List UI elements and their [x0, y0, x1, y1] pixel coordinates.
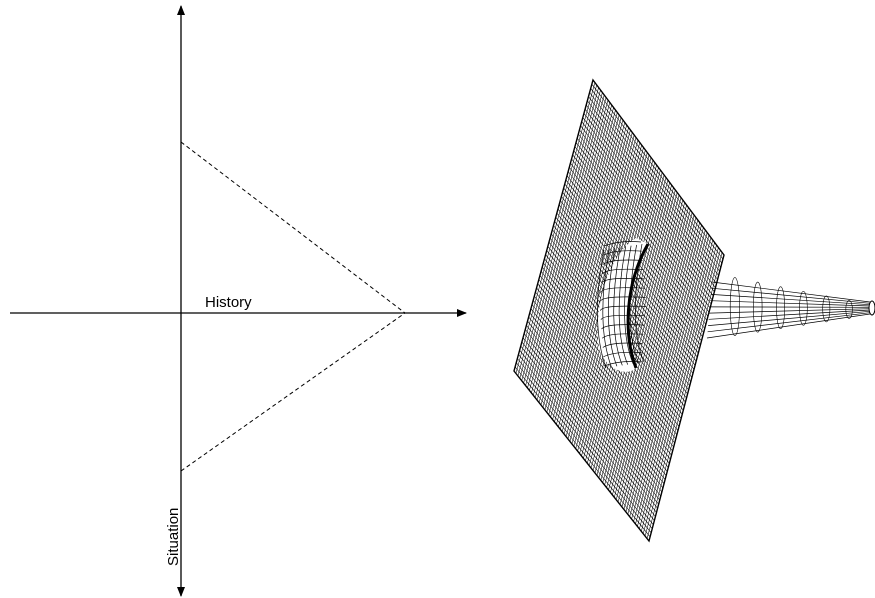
grid-line — [514, 366, 651, 538]
tube-ring — [822, 295, 831, 323]
grid-line — [633, 234, 710, 522]
grid-line — [711, 281, 871, 303]
grid-line — [523, 333, 659, 505]
hole-line — [624, 245, 634, 364]
grid-line — [707, 312, 871, 333]
grid-line — [621, 219, 699, 508]
hole-line — [603, 250, 642, 256]
grid-line — [710, 294, 871, 306]
grid-line — [706, 313, 871, 339]
grid-line — [600, 192, 678, 481]
tube-ring — [776, 286, 785, 330]
grid-line — [623, 222, 700, 510]
hole-line — [602, 259, 643, 265]
hole-line — [600, 314, 645, 321]
grid-line — [529, 312, 665, 484]
hole-line — [597, 249, 607, 369]
hole-line — [629, 244, 639, 364]
hole-rim — [626, 243, 650, 369]
grid-line — [627, 227, 704, 515]
tube-ring — [799, 290, 808, 326]
grid-line — [619, 217, 697, 505]
situation-label: Situation — [165, 508, 182, 566]
grid-line — [639, 242, 715, 529]
grid-line — [644, 249, 721, 537]
hole-line — [602, 342, 643, 348]
grid-line — [596, 187, 674, 476]
grid-line — [615, 212, 693, 500]
hole-line — [600, 287, 645, 293]
grid-line — [711, 287, 871, 304]
cone-upper-edge — [180, 141, 406, 314]
tube-ring — [729, 277, 740, 336]
hole-line — [607, 248, 618, 367]
grid-line — [536, 287, 671, 460]
grid-line — [625, 224, 702, 512]
grid-line — [629, 229, 706, 517]
hole-line — [599, 296, 646, 302]
grid-line — [602, 194, 680, 483]
funnel-tube — [706, 277, 875, 339]
grid-line — [646, 252, 723, 539]
grid-line — [617, 214, 695, 503]
grid-line — [526, 325, 662, 497]
history-label: History — [205, 294, 252, 311]
grid-line — [637, 239, 714, 527]
grid-line — [635, 237, 712, 525]
grid-line — [534, 296, 669, 468]
hole-line — [603, 351, 642, 358]
tube-tip — [868, 300, 875, 316]
grid-line — [709, 308, 871, 314]
grid-line — [535, 291, 670, 464]
grid-line — [531, 304, 667, 476]
sheet-outline — [513, 78, 725, 543]
grid-line — [608, 202, 685, 491]
grid-line — [520, 345, 656, 517]
cone-lower-edge — [180, 312, 406, 472]
hole-line — [599, 305, 646, 311]
grid-line — [518, 354, 654, 525]
grid-line — [642, 247, 719, 534]
axes-diagram: History Situation — [10, 5, 467, 597]
tube-ring — [752, 281, 763, 333]
grid-line — [530, 308, 666, 480]
hole-line — [618, 246, 629, 365]
grid-line — [631, 232, 708, 520]
grid-line — [537, 283, 672, 456]
grid-line — [592, 182, 670, 471]
grid-line — [606, 199, 684, 488]
hole-line — [613, 247, 623, 366]
grid-line — [614, 209, 691, 498]
grid-line — [519, 350, 655, 521]
grid-line — [517, 358, 653, 529]
grid-line — [610, 204, 687, 493]
grid-line — [527, 320, 663, 493]
grid-line — [641, 244, 717, 532]
grid-line — [708, 310, 871, 326]
grid-line — [612, 207, 689, 495]
grid-line — [525, 329, 660, 501]
hole-line — [603, 241, 642, 247]
tube-ring — [845, 300, 853, 319]
grid-line — [522, 337, 658, 509]
grid-line — [521, 341, 657, 513]
grid-line — [708, 309, 871, 320]
hole-line — [601, 278, 645, 284]
grid-line — [532, 300, 668, 472]
grid-line — [710, 300, 871, 307]
grid-line — [528, 316, 664, 489]
grid-line — [594, 184, 672, 474]
grid-line — [516, 362, 652, 533]
funnel-hole — [597, 238, 650, 372]
wireframe-surface — [513, 78, 875, 543]
hole-line — [602, 249, 612, 368]
hole-line — [601, 333, 644, 339]
grid-line — [604, 197, 682, 486]
